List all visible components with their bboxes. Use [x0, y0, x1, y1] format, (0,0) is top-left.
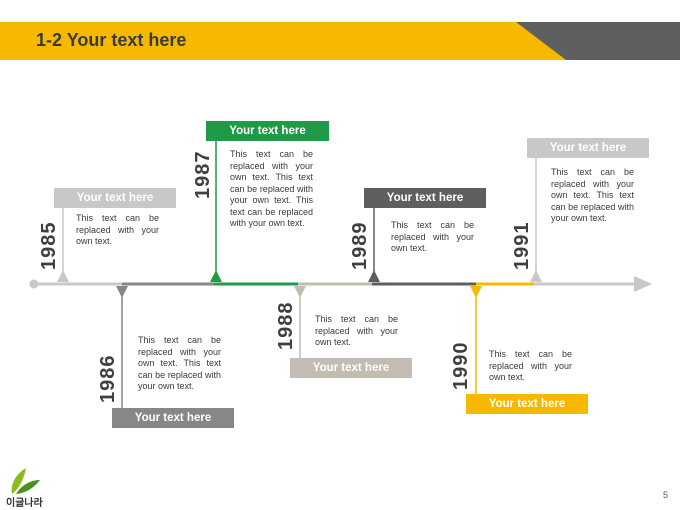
marker-1990 — [470, 286, 482, 298]
year-label-1988: 1988 — [275, 301, 297, 351]
marker-1991 — [530, 270, 542, 282]
marker-1985 — [57, 270, 69, 282]
heading-box-1986: Your text here — [112, 408, 234, 428]
body-text-1988: This text can be replaced with your own … — [315, 314, 398, 347]
year-label-1986: 1986 — [97, 354, 119, 404]
year-label-1985: 1985 — [38, 221, 60, 271]
heading-box-1989: Your text here — [364, 188, 486, 208]
body-text-1991: This text can be replaced with your own … — [551, 167, 634, 223]
leaf-icon — [11, 468, 40, 494]
timeline-start-dot — [29, 279, 39, 289]
body-text-1987: This text can be replaced with your own … — [230, 149, 313, 228]
year-label-1990: 1990 — [450, 341, 472, 391]
body-text-1990: This text can be replaced with your own … — [489, 349, 572, 382]
body-text-1989: This text can be replaced with your own … — [391, 220, 474, 253]
heading-box-1987: Your text here — [206, 121, 329, 141]
marker-1986 — [116, 286, 128, 298]
page-title: 1-2 Your text here — [36, 30, 187, 50]
body-text-1985: This text can be replaced with your own … — [76, 213, 159, 246]
year-label-1989: 1989 — [349, 221, 371, 271]
heading-box-1991: Your text here — [527, 138, 649, 158]
heading-box-1988: Your text here — [290, 358, 412, 378]
page-number: 5 — [662, 490, 668, 500]
body-text-1986: This text can be replaced with your own … — [138, 335, 221, 391]
heading-box-1985: Your text here — [54, 188, 176, 208]
heading-box-1990: Your text here — [466, 394, 588, 414]
year-label-1987: 1987 — [192, 150, 214, 200]
marker-1988 — [294, 286, 306, 298]
marker-1989 — [368, 270, 380, 282]
timeline-arrowhead — [634, 276, 652, 292]
title-bar — [0, 22, 680, 60]
marker-1987 — [210, 270, 222, 282]
logo-text: 이글나라 — [6, 498, 43, 509]
year-label-1991: 1991 — [511, 221, 533, 271]
